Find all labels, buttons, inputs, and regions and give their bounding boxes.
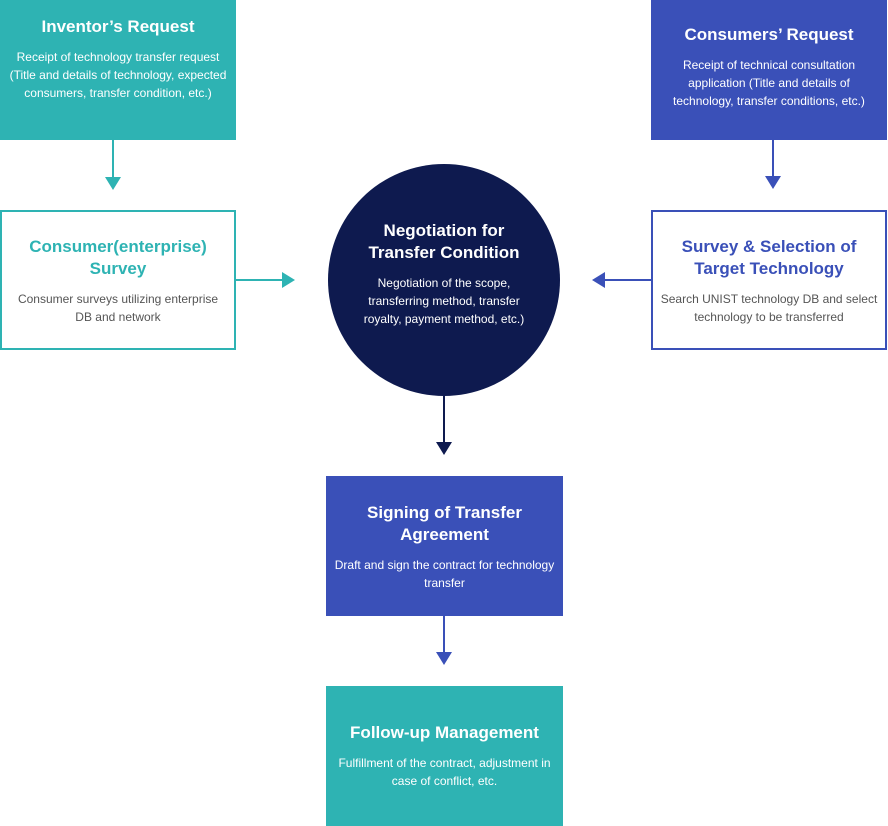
followup-management-title: Follow-up Management	[350, 723, 539, 742]
arrow-survey-to-negotiation	[236, 272, 295, 288]
signing-agreement-title: Signing of Transfer Agreement	[367, 503, 522, 544]
consumer-survey-desc: Consumer surveys utilizing enterprise DB…	[17, 292, 219, 324]
signing-agreement-desc: Draft and sign the contract for technolo…	[334, 558, 555, 590]
arrow-signing-to-followup	[436, 616, 452, 665]
followup-management-desc: Fulfillment of the contract, adjustment …	[338, 756, 551, 788]
target-technology-title: Survey & Selection of Target Technology	[681, 237, 857, 278]
negotiation-title: Negotiation for Transfer Condition	[368, 221, 520, 262]
arrow-consumers-to-target	[765, 140, 781, 189]
inventor-request-title: Inventor’s Request	[41, 17, 195, 36]
consumers-request-title: Consumers’ Request	[684, 25, 854, 44]
consumer-survey-box: Consumer(enterprise) Survey Consumer sur…	[0, 210, 236, 350]
consumers-request-box: Consumers’ Request Receipt of technical …	[651, 0, 887, 140]
consumers-request-desc: Receipt of technical consultation applic…	[673, 58, 865, 108]
target-technology-desc: Search UNIST technology DB and select te…	[660, 292, 878, 324]
arrow-inventor-to-survey	[105, 140, 121, 190]
negotiation-circle: Negotiation for Transfer Condition Negot…	[328, 164, 560, 396]
signing-agreement-box: Signing of Transfer Agreement Draft and …	[326, 476, 563, 616]
arrow-negotiation-to-signing	[436, 396, 452, 455]
arrow-target-to-negotiation	[592, 272, 651, 288]
followup-management-box: Follow-up Management Fulfillment of the …	[326, 686, 563, 826]
inventor-request-desc: Receipt of technology transfer request (…	[9, 50, 227, 100]
consumer-survey-title: Consumer(enterprise) Survey	[29, 237, 207, 278]
negotiation-desc: Negotiation of the scope, transferring m…	[363, 276, 525, 326]
inventor-request-box: Inventor’s Request Receipt of technology…	[0, 0, 236, 140]
target-technology-box: Survey & Selection of Target Technology …	[651, 210, 887, 350]
